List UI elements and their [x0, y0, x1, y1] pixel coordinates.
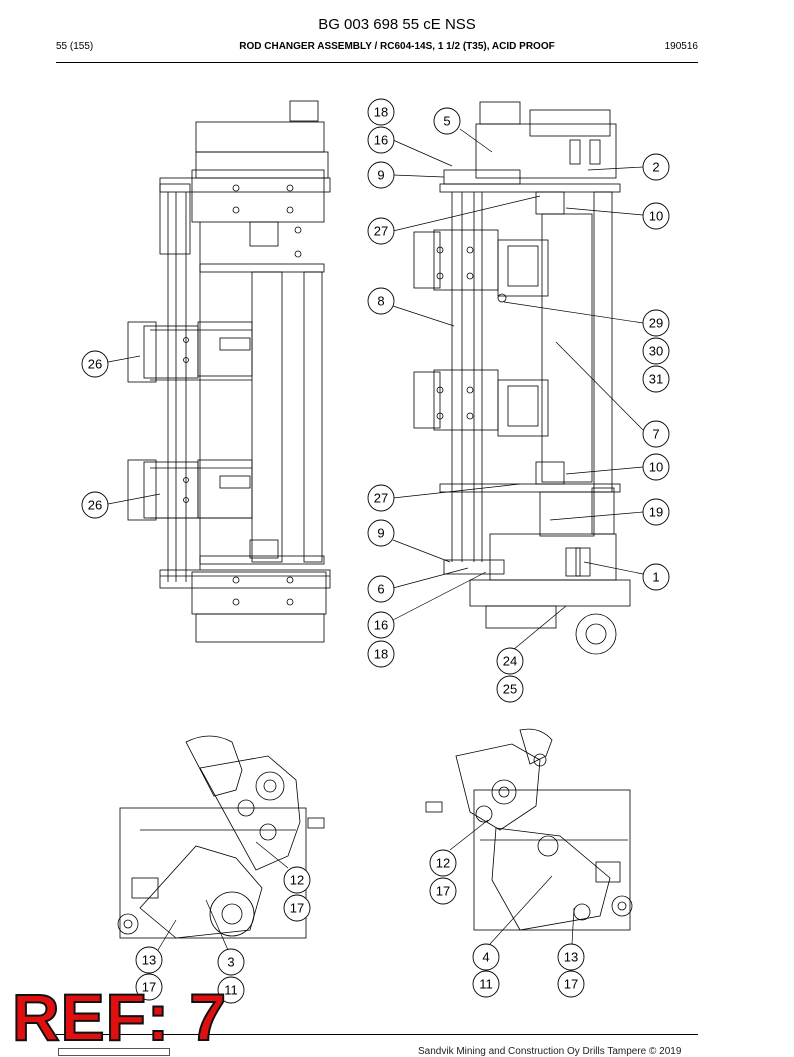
- left-view-assembly: [127, 100, 331, 643]
- svg-text:17: 17: [142, 980, 156, 995]
- svg-text:12: 12: [290, 873, 304, 888]
- callout-13-right: 13: [557, 943, 585, 971]
- callout-3: 3: [217, 948, 245, 976]
- callout-17-lower-left: 17: [135, 973, 163, 1001]
- svg-text:3: 3: [227, 955, 234, 970]
- svg-text:29: 29: [649, 316, 663, 331]
- svg-text:26: 26: [88, 357, 102, 372]
- callout-8: 8: [367, 287, 395, 315]
- svg-text:9: 9: [377, 168, 384, 183]
- svg-text:7: 7: [652, 427, 659, 442]
- callout-27-bottom: 27: [367, 484, 395, 512]
- svg-text:8: 8: [377, 294, 384, 309]
- svg-text:16: 16: [374, 133, 388, 148]
- callout-5: 5: [433, 107, 461, 135]
- callout-31: 31: [642, 365, 670, 393]
- callout-1: 1: [642, 563, 670, 591]
- svg-text:16: 16: [374, 618, 388, 633]
- callout-16-bottom: 16: [367, 611, 395, 639]
- callout-11-right: 11: [472, 970, 500, 998]
- callout-27-top: 27: [367, 217, 395, 245]
- svg-text:10: 10: [649, 209, 663, 224]
- svg-text:24: 24: [503, 654, 517, 669]
- svg-text:18: 18: [374, 105, 388, 120]
- callout-11-left: 11: [217, 976, 245, 1004]
- svg-text:17: 17: [436, 884, 450, 899]
- callout-19: 19: [642, 498, 670, 526]
- callout-10-bottom: 10: [642, 453, 670, 481]
- callout-26-bottom: 26: [81, 491, 109, 519]
- callout-17-lower-right: 17: [557, 970, 585, 998]
- svg-text:11: 11: [224, 983, 238, 998]
- callout-25: 25: [496, 675, 524, 703]
- callout-30: 30: [642, 337, 670, 365]
- callout-9-top: 9: [367, 161, 395, 189]
- callout-12-left: 12: [283, 866, 311, 894]
- callout-17-right: 17: [429, 877, 457, 905]
- svg-text:17: 17: [564, 977, 578, 992]
- callout-17-left: 17: [283, 894, 311, 922]
- callout-4: 4: [472, 943, 500, 971]
- callout-12-right: 12: [429, 849, 457, 877]
- callout-24: 24: [496, 647, 524, 675]
- svg-text:5: 5: [443, 114, 450, 129]
- svg-text:31: 31: [649, 372, 663, 387]
- svg-text:30: 30: [649, 344, 663, 359]
- svg-text:18: 18: [374, 647, 388, 662]
- right-view-assembly: [413, 101, 631, 655]
- leader-lines: [107, 128, 644, 951]
- svg-text:27: 27: [374, 491, 388, 506]
- reference-stamp: REF: 7: [11, 980, 228, 1054]
- page-title: ROD CHANGER ASSEMBLY / RC604-14S, 1 1/2 …: [239, 41, 555, 52]
- svg-text:13: 13: [142, 953, 156, 968]
- svg-text:27: 27: [374, 224, 388, 239]
- footer-rule: [56, 1034, 698, 1035]
- svg-text:1: 1: [652, 570, 659, 585]
- callout-13-left: 13: [135, 946, 163, 974]
- svg-text:11: 11: [479, 977, 493, 992]
- callout-2: 2: [642, 153, 670, 181]
- document-code: BG 003 698 55 cE NSS: [318, 16, 476, 33]
- svg-text:10: 10: [649, 460, 663, 475]
- svg-text:9: 9: [377, 526, 384, 541]
- footer-copyright: Sandvik Mining and Construction Oy Drill…: [418, 1046, 682, 1057]
- svg-text:12: 12: [436, 856, 450, 871]
- svg-text:26: 26: [88, 498, 102, 513]
- callout-29: 29: [642, 309, 670, 337]
- bottom-left-view: [117, 735, 325, 939]
- callout-18-top: 18: [367, 98, 395, 126]
- svg-text:25: 25: [503, 682, 517, 697]
- svg-text:6: 6: [377, 582, 384, 597]
- callouts: 18 16 9 27 8 5 2 10 29 30 31 7 10 27 19 …: [81, 98, 670, 1004]
- svg-text:13: 13: [564, 950, 578, 965]
- callout-26-top: 26: [81, 350, 109, 378]
- page-number: 55 (155): [56, 41, 94, 52]
- svg-text:2: 2: [652, 160, 659, 175]
- document-date: 190516: [664, 41, 698, 52]
- bottom-right-view: [425, 728, 633, 931]
- svg-text:19: 19: [649, 505, 663, 520]
- callout-16-top: 16: [367, 126, 395, 154]
- callout-18-bottom: 18: [367, 640, 395, 668]
- callout-10-top: 10: [642, 202, 670, 230]
- svg-text:4: 4: [482, 950, 489, 965]
- svg-text:17: 17: [290, 901, 304, 916]
- callout-6: 6: [367, 575, 395, 603]
- callout-7: 7: [642, 420, 670, 448]
- header-rule: [56, 62, 698, 63]
- callout-9-bottom: 9: [367, 519, 395, 547]
